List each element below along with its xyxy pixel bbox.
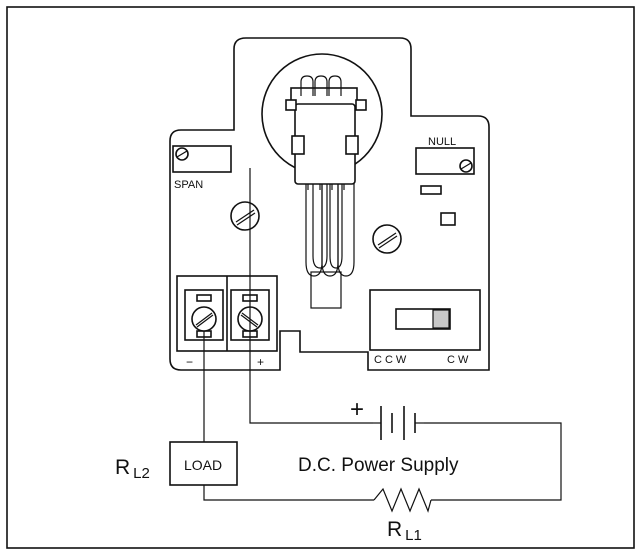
null-label: NULL — [428, 136, 456, 148]
small-component — [420, 185, 442, 195]
load-box — [169, 441, 238, 486]
wire-return — [424, 422, 562, 501]
terminal-block — [176, 275, 278, 352]
switch-knob[interactable] — [432, 309, 450, 329]
negative-terminal-label: − — [186, 355, 193, 369]
positive-terminal-label: + — [257, 355, 264, 369]
dc-battery-symbol — [373, 406, 424, 440]
rl2-main: R — [115, 456, 130, 479]
wire-positive — [249, 168, 373, 424]
rl1-sub: L1 — [405, 527, 422, 544]
outer-frame — [6, 6, 635, 549]
wire-load-to-rl1 — [203, 485, 374, 501]
direction-switch[interactable] — [369, 289, 481, 351]
rl1-main: R — [387, 518, 402, 541]
battery-plus-label: + — [350, 396, 364, 423]
small-component — [440, 212, 456, 226]
null-potentiometer[interactable] — [415, 147, 475, 175]
terminal-screw-negative[interactable] — [191, 306, 217, 332]
mounting-screw — [230, 201, 260, 231]
span-potentiometer[interactable] — [172, 145, 232, 173]
power-supply-label: D.C. Power Supply — [298, 455, 459, 476]
sensor-connector — [285, 75, 367, 190]
sensor-cable — [305, 178, 355, 309]
mounting-screw — [372, 224, 402, 254]
span-label: SPAN — [174, 179, 203, 191]
load-label: LOAD — [184, 457, 222, 473]
circuit-board — [169, 37, 490, 371]
cable-strain-relief — [310, 271, 342, 309]
ccw-label: CCW — [374, 354, 409, 366]
rl2-sub: L2 — [133, 465, 150, 482]
cw-label: CW — [447, 354, 471, 366]
resistor-rl1 — [373, 487, 432, 513]
